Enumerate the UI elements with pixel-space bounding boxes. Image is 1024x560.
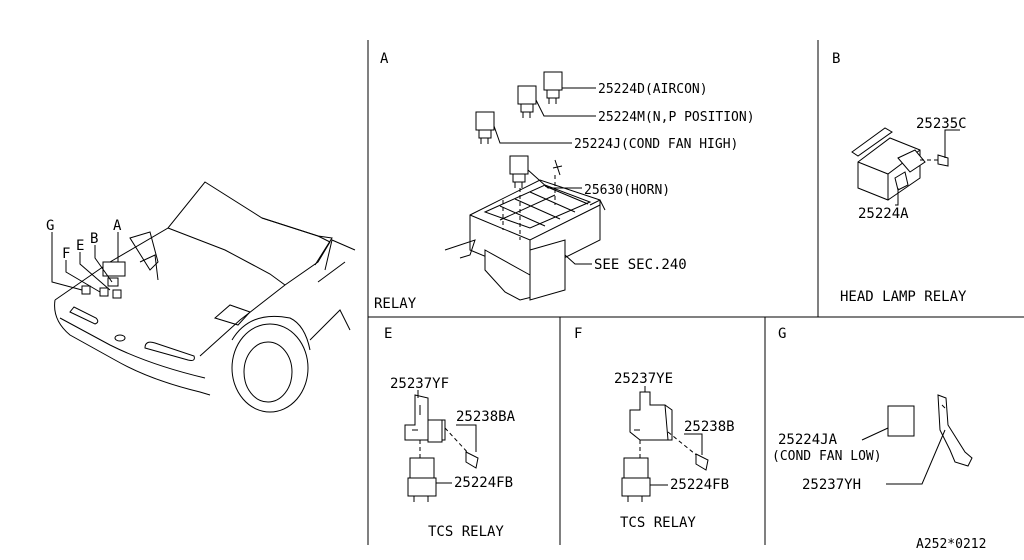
panel-g-cond-fan-relay: [887, 394, 973, 467]
overview-label-b: B: [90, 231, 98, 247]
part-25235c-label: 25235C: [916, 116, 967, 132]
panel-b-caption: HEAD LAMP RELAY: [840, 289, 967, 305]
part-25237yh-label: 25237YH: [802, 477, 861, 493]
panel-e-tcs-relay: [404, 394, 479, 502]
panel-e-caption: TCS RELAY: [428, 524, 504, 540]
overview-leaders: [51, 232, 119, 293]
panel-f-caption: TCS RELAY: [620, 515, 696, 531]
panel-f-tcs-relay: [621, 391, 709, 502]
panel-f-letter: F: [574, 326, 582, 342]
panel-g-letter: G: [778, 326, 786, 342]
part-25237yf-label: 25237YF: [390, 376, 449, 392]
overview-label-g: G: [46, 218, 54, 234]
overview-label-a: A: [113, 218, 122, 234]
cond-fan-low-label: (COND FAN LOW): [772, 449, 882, 464]
panel-e-letter: E: [384, 326, 392, 342]
part-25224m-label: 25224M(N,P POSITION): [598, 110, 755, 125]
panel-frame: [367, 40, 1024, 545]
part-25237ye-label: 25237YE: [614, 371, 673, 387]
panel-b-leader-25224a: [895, 188, 899, 206]
part-25630-label: 25630(HORN): [584, 183, 670, 198]
panel-g-leader-25237yh: [886, 429, 946, 485]
part-25224a-label: 25224A: [858, 206, 909, 222]
panel-f-leader-25238b: [684, 433, 703, 455]
overview-label-f: F: [62, 246, 70, 262]
see-sec-240-label: SEE SEC.240: [594, 257, 687, 273]
overview-label-e: E: [76, 238, 84, 254]
panel-a-caption: RELAY: [374, 296, 417, 312]
part-25238ba-label: 25238BA: [456, 409, 516, 425]
panel-a-relays: [475, 71, 563, 188]
panel-a-fuse-box: [444, 175, 606, 301]
panel-e-leader-25238ba: [456, 424, 477, 452]
part-25224ja-label: 25224JA: [778, 432, 838, 448]
part-25224fb-f-label: 25224FB: [670, 477, 729, 493]
car-overview-drawing: [54, 181, 356, 413]
panel-a-leaders: [493, 87, 596, 265]
part-25224j-label: 25224J(COND FAN HIGH): [574, 137, 738, 152]
panel-a-letter: A: [380, 51, 389, 67]
part-25224d-label: 25224D(AIRCON): [598, 82, 708, 97]
part-25224fb-e-label: 25224FB: [454, 475, 513, 491]
panel-b-leader-25235c: [944, 129, 960, 158]
diagram-code: A252*0212: [916, 537, 986, 552]
panel-b-letter: B: [832, 51, 840, 67]
part-25238b-label: 25238B: [684, 419, 735, 435]
panel-g-leader-25224ja: [861, 427, 889, 441]
panel-b-headlamp-relay: [851, 127, 949, 201]
